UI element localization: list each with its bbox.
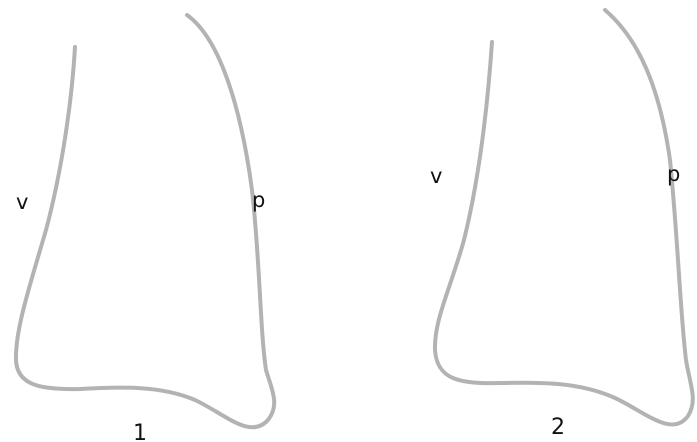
figure-2-outline: [432, 8, 695, 427]
figure-2-label-v: v: [430, 164, 442, 188]
figure-1: v p 1: [13, 13, 277, 442]
figure-1-label-v: v: [16, 190, 28, 214]
figure-2-number: 2: [551, 415, 565, 440]
figure-1-number: 1: [133, 421, 147, 442]
figure-1-outline: [13, 13, 277, 430]
figure-2: v p 2: [430, 8, 695, 440]
figure-2-label-p: p: [667, 162, 680, 186]
figure-1-label-p: p: [252, 188, 265, 212]
